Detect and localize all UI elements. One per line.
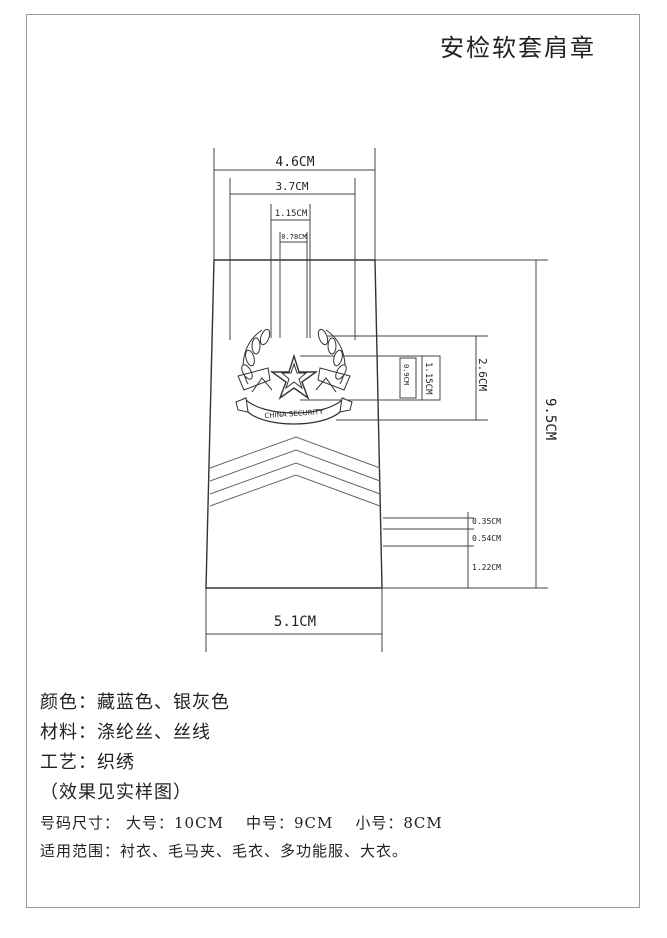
dim-emblem-inner: 0.78CM	[281, 233, 306, 241]
size-large: 大号：10CM	[126, 814, 224, 832]
dim-star-height: 1.15CM	[423, 362, 433, 395]
dim-bottom-margin: 1.22CM	[472, 563, 501, 572]
drawing-frame	[26, 14, 640, 908]
size-small: 小号：8CM	[355, 814, 443, 832]
dim-bottom-width: 5.1CM	[274, 614, 316, 630]
note-process: 工艺：织绣	[40, 752, 135, 773]
note-effect: （效果见实样图）	[40, 782, 192, 803]
dim-star-inner: 0.9CM	[402, 364, 410, 385]
note-sizes: 号码尺寸： 大号：10CM 中号：9CM 小号：8CM	[40, 812, 465, 834]
size-label: 号码尺寸：	[40, 814, 121, 832]
dim-stripe-spacing: 0.35CM	[472, 517, 501, 526]
page-title: 安检软套肩章	[440, 34, 596, 62]
chevron-stripes	[209, 436, 381, 507]
dim-emblem-height: 2.6CM	[476, 358, 489, 391]
dim-emblem-outer: 1.15CM	[275, 209, 308, 219]
note-material: 材料：涤纶丝、丝线	[40, 722, 211, 743]
dim-total-height: 9.5CM	[542, 398, 558, 440]
security-emblem-icon	[235, 328, 353, 425]
size-medium: 中号：9CM	[245, 814, 334, 832]
note-usage: 适用范围：衬衣、毛马夹、毛衣、多功能服、大衣。	[40, 842, 409, 860]
note-color: 颜色：藏蓝色、银灰色	[40, 692, 230, 713]
dim-top-inner: 3.7CM	[275, 180, 308, 193]
dim-stripe-gap: 0.54CM	[472, 534, 501, 543]
dim-top-outer: 4.6CM	[275, 155, 314, 170]
